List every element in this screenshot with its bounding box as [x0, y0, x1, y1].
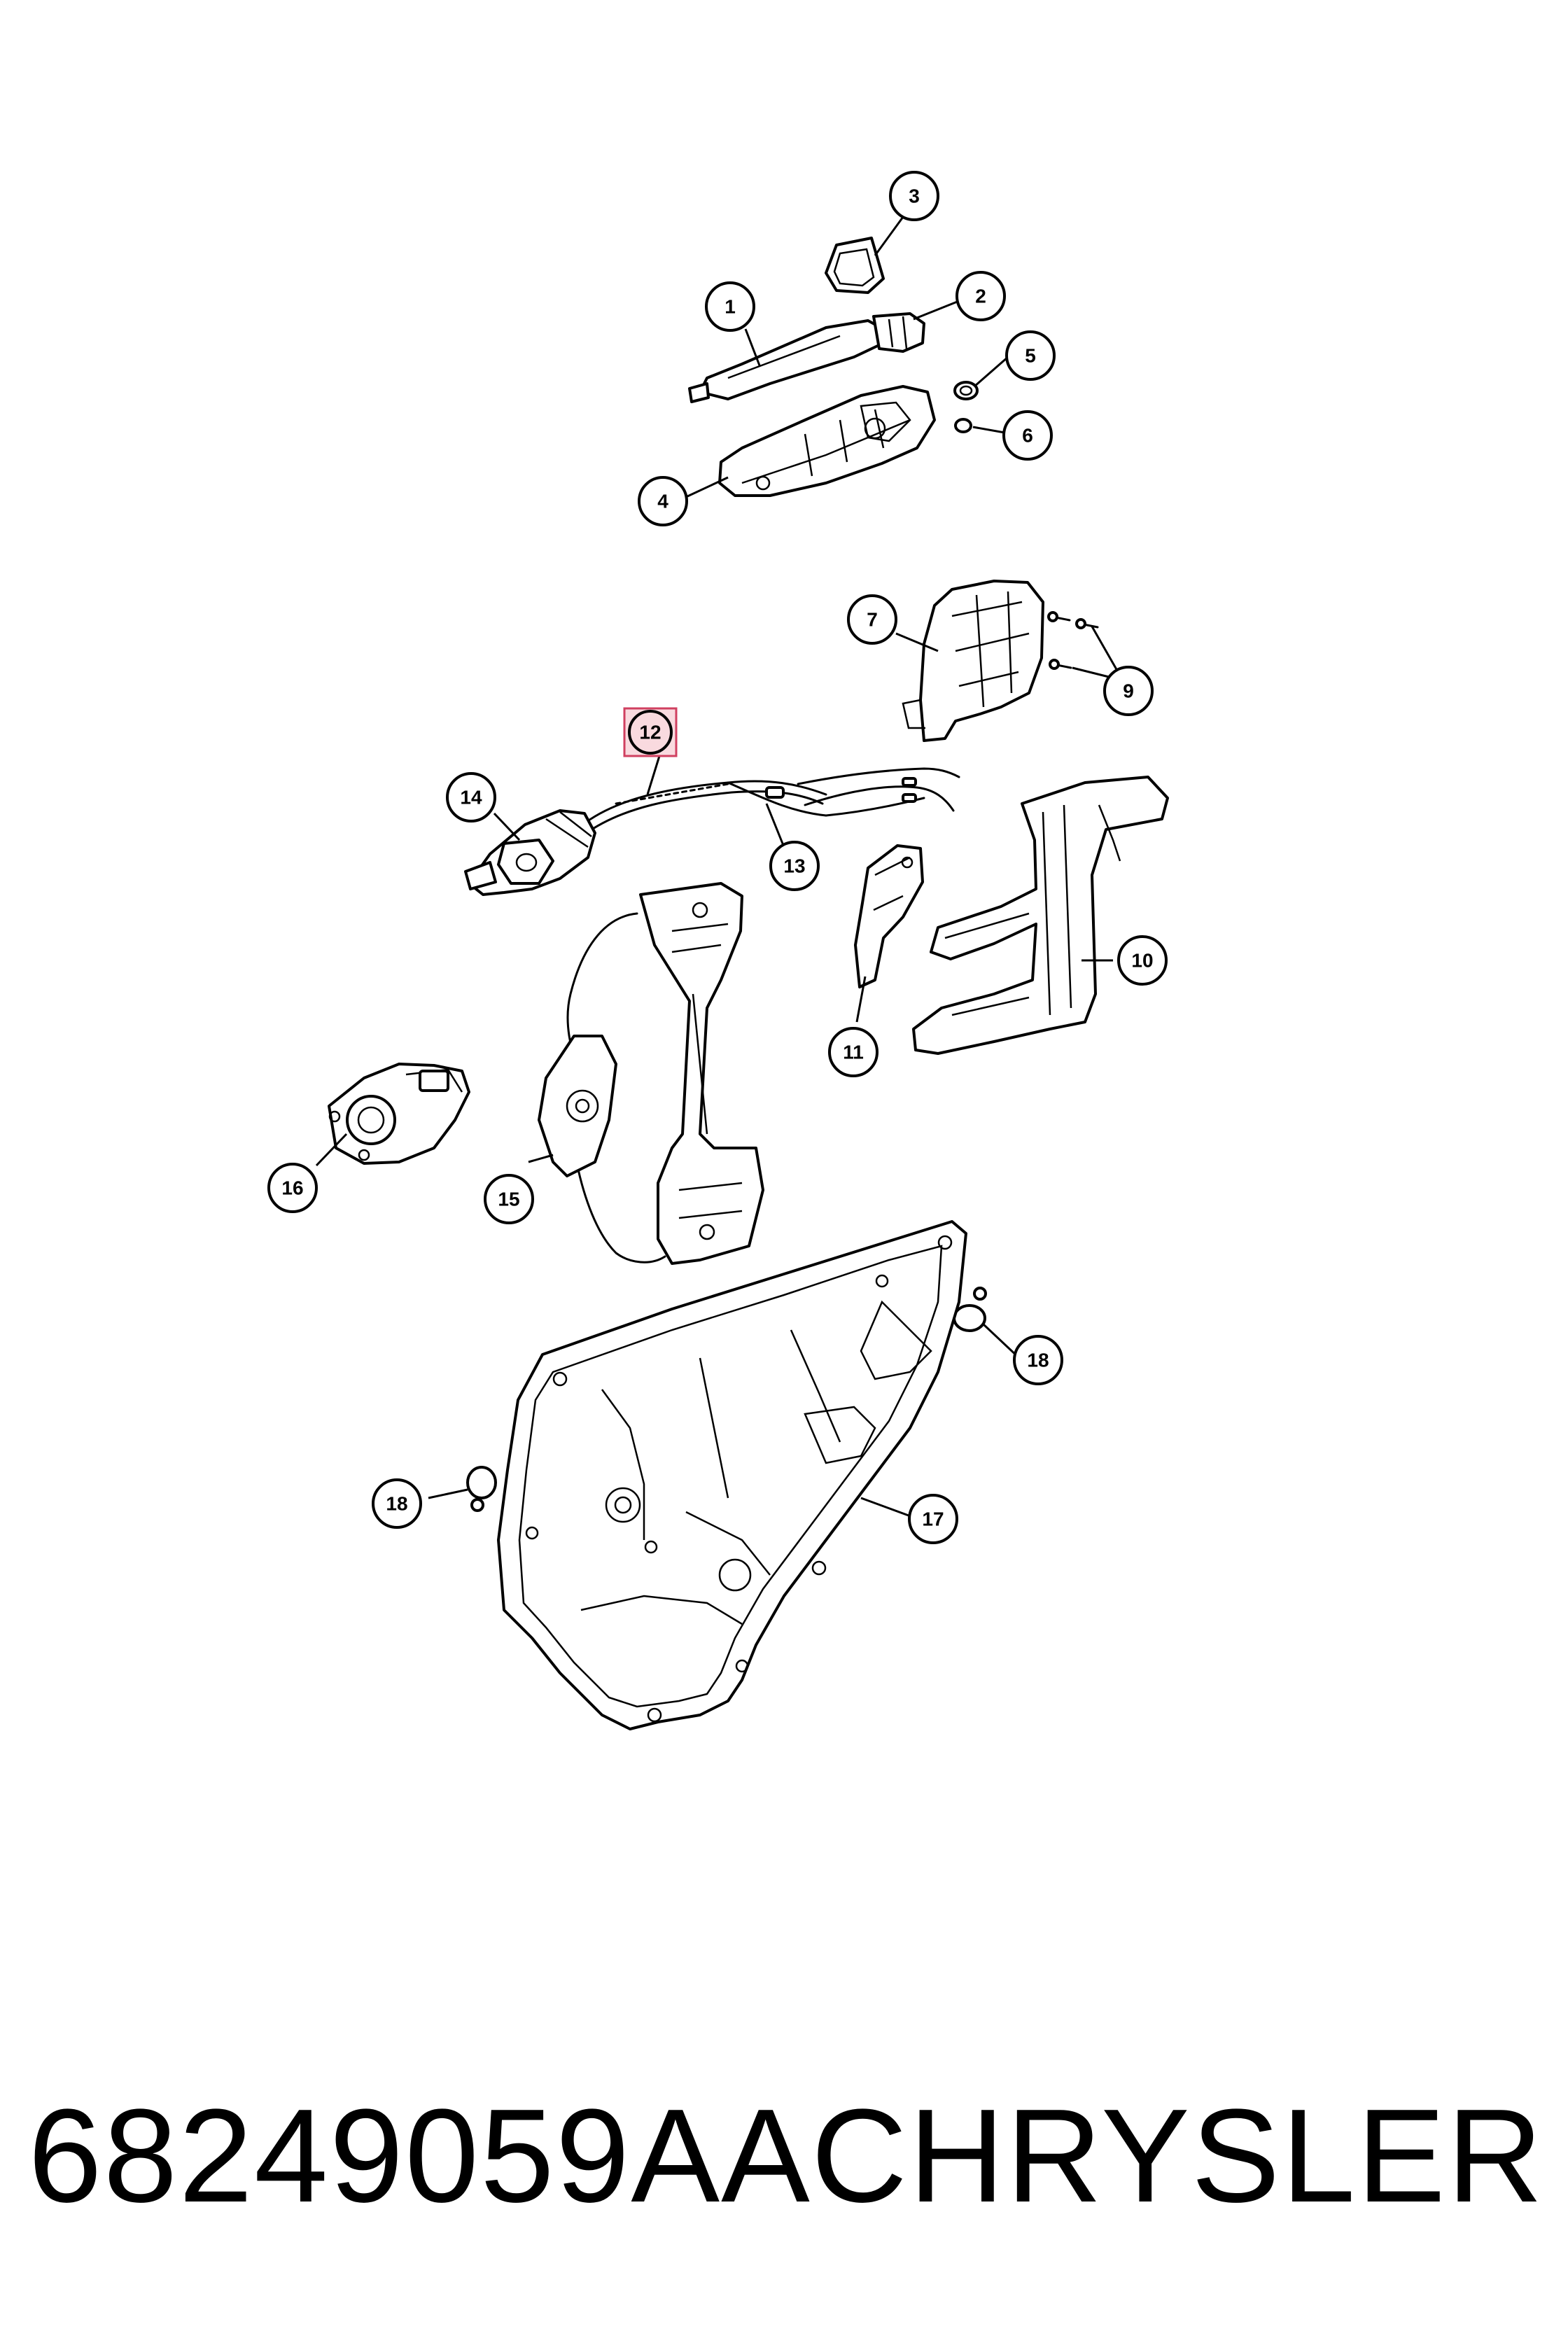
svg-text:17: 17	[922, 1508, 944, 1530]
svg-text:6: 6	[1022, 425, 1033, 447]
svg-text:16: 16	[281, 1177, 303, 1199]
svg-text:12: 12	[639, 722, 661, 743]
callout-17: 17	[908, 1494, 958, 1544]
callout-14: 14	[446, 772, 496, 822]
svg-text:13: 13	[783, 855, 805, 877]
svg-text:14: 14	[460, 787, 482, 808]
callout-18-upper: 18	[1013, 1335, 1063, 1385]
part-latch	[902, 580, 1044, 742]
svg-text:10: 10	[1131, 950, 1153, 972]
svg-text:1: 1	[724, 296, 736, 318]
part-window-motor	[328, 1063, 470, 1165]
svg-text:18: 18	[1027, 1350, 1049, 1371]
callout-9: 9	[1103, 666, 1154, 716]
part-gasket	[825, 237, 885, 294]
part-screws	[1047, 611, 1099, 670]
part-plug-lower	[466, 1466, 497, 1512]
callout-18-lower: 18	[372, 1478, 422, 1529]
svg-text:5: 5	[1025, 345, 1036, 367]
callout-11: 11	[828, 1027, 878, 1077]
leader-lines	[315, 216, 1124, 1517]
callout-1: 1	[705, 281, 755, 332]
part-interior-handle	[464, 809, 596, 896]
svg-text:3: 3	[909, 186, 920, 207]
callout-12-highlighted: 12	[623, 707, 678, 757]
callout-4: 4	[638, 476, 688, 526]
footer-caption: 68249059AA CHRYSLER	[0, 2072, 1568, 2240]
svg-text:2: 2	[975, 286, 986, 307]
callout-10: 10	[1117, 935, 1168, 986]
part-nut-washer	[953, 381, 979, 433]
svg-text:9: 9	[1123, 680, 1134, 702]
part-door-module-panel	[497, 1220, 967, 1730]
svg-text:4: 4	[657, 491, 668, 512]
part-window-regulator	[538, 882, 764, 1265]
part-handle-bracket	[718, 385, 936, 497]
svg-text:7: 7	[867, 609, 878, 631]
part-carrier-bracket	[912, 776, 1169, 1055]
part-cable-assembly	[580, 767, 960, 836]
callout-13: 13	[769, 841, 820, 891]
part-number: 68249059AA	[28, 2082, 811, 2230]
svg-text:18: 18	[386, 1493, 407, 1515]
callout-7: 7	[847, 594, 897, 645]
brand-name: CHRYSLER	[811, 2082, 1545, 2230]
callout-6: 6	[1002, 410, 1053, 461]
callout-5: 5	[1005, 330, 1056, 381]
part-bracket-small	[854, 844, 924, 988]
svg-text:15: 15	[498, 1189, 519, 1210]
svg-text:11: 11	[843, 1042, 864, 1063]
callout-15: 15	[484, 1174, 534, 1224]
part-plug-upper	[953, 1287, 987, 1332]
callout-16: 16	[267, 1163, 318, 1213]
callout-3: 3	[889, 171, 939, 221]
part-exterior-handle	[688, 312, 925, 403]
callout-2: 2	[955, 271, 1006, 321]
